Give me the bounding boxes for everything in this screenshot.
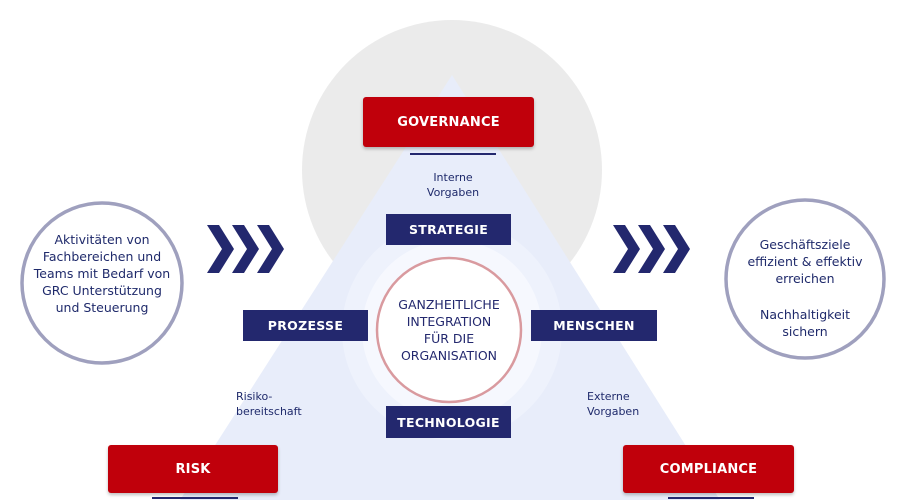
right-chevron-arrows xyxy=(613,225,690,273)
compliance-box: COMPLIANCE xyxy=(623,445,794,493)
processes-box: PROZESSE xyxy=(243,310,368,341)
center-integration-text: GANZHEITLICHE INTEGRATION FÜR DIE ORGANI… xyxy=(398,297,500,363)
external-requirements-label: Externe Vorgaben xyxy=(587,390,640,418)
governance-label: GOVERNANCE xyxy=(397,114,500,130)
right-circle-goals-text: Geschäftsziele effizient & effektiv erre… xyxy=(747,237,863,286)
left-circle-outline xyxy=(20,201,184,365)
governance-underline xyxy=(410,153,496,155)
risk-box: RISK xyxy=(108,445,278,493)
compliance-underline xyxy=(668,497,754,499)
risk-underline xyxy=(152,497,238,499)
internal-requirements-label: Interne Vorgaben xyxy=(426,171,480,199)
right-circle-sustainability-text: Nachhaltigkeit sichern xyxy=(759,307,851,339)
people-label: MENSCHEN xyxy=(553,318,635,333)
technology-box: TECHNOLOGIE xyxy=(386,406,511,438)
people-box: MENSCHEN xyxy=(531,310,657,341)
right-circle-outline xyxy=(724,198,886,360)
left-chevron-arrows xyxy=(207,225,284,273)
processes-label: PROZESSE xyxy=(267,318,344,333)
governance-box: GOVERNANCE xyxy=(363,97,534,147)
strategy-box: STRATEGIE xyxy=(386,214,511,245)
risk-appetite-label: Risiko- bereitschaft xyxy=(236,390,302,418)
strategy-label: STRATEGIE xyxy=(408,222,489,237)
center-circle-outline xyxy=(375,256,523,404)
technology-label: TECHNOLOGIE xyxy=(397,414,500,430)
compliance-label: COMPLIANCE xyxy=(659,461,758,477)
risk-label: RISK xyxy=(175,461,211,477)
left-circle-text: Aktivitäten von Fachbereichen und Teams … xyxy=(33,232,171,315)
